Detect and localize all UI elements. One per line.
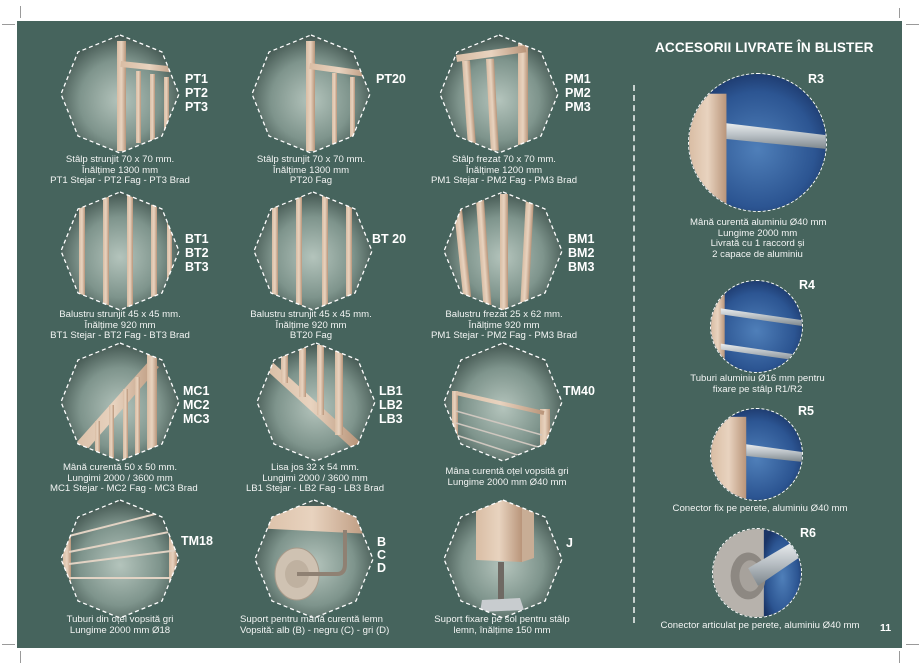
crop-mark	[20, 6, 21, 18]
product-image-steel-tubes	[59, 498, 181, 620]
product-image-handrail-bracket	[253, 498, 375, 620]
accessory-caption: Tuburi aluminiu Ø16 mm pentru fixare pe …	[690, 373, 825, 395]
product-code: PM1 PM2 PM3	[565, 72, 591, 114]
product-caption: Mână curentă 50 x 50 mm. Lungimi 2000 / …	[50, 462, 198, 495]
product-caption: Stâlp strunjit 70 x 70 mm. Înălțime 1300…	[256, 154, 366, 187]
accessory-code: R4	[799, 278, 815, 292]
crop-mark	[2, 24, 15, 25]
accessories-title: ACCESORII LIVRATE ÎN BLISTER	[655, 40, 874, 55]
product-caption: Stâlp frezat 70 x 70 mm. Înălțime 1200 m…	[430, 154, 578, 187]
accessory-image-fixed-wall-connector	[710, 408, 803, 501]
product-code: PT1 PT2 PT3	[185, 72, 208, 114]
accessory-code: R5	[798, 404, 814, 418]
product-image-bottom-rail	[255, 341, 377, 463]
accessory-image-aluminium-handrail	[688, 73, 827, 212]
product-code: TM18	[181, 534, 213, 548]
product-image-turned-post-pt20	[250, 33, 372, 155]
product-image-steel-handrail	[442, 341, 564, 463]
crop-mark	[906, 644, 919, 645]
product-code: J	[566, 536, 573, 550]
product-caption: Tuburi din oțel vopsită gri Lungime 2000…	[66, 614, 174, 636]
product-code: LB1 LB2 LB3	[379, 384, 403, 426]
product-caption: Mâna curentă oțel vopsită gri Lungime 20…	[445, 466, 569, 488]
product-caption: Balustru frezat 25 x 62 mm. Înălțime 920…	[430, 309, 578, 342]
product-image-turned-balusters	[59, 190, 181, 312]
column-divider	[633, 85, 635, 623]
accessory-code: R6	[800, 526, 816, 540]
product-image-wooden-handrail	[59, 341, 181, 463]
accessory-image-articulated-wall-connector	[712, 528, 802, 618]
accessory-caption: Conector articulat pe perete, aluminiu Ø…	[660, 620, 860, 631]
product-code: PT20	[376, 72, 406, 86]
crop-mark	[20, 651, 21, 663]
crop-mark	[899, 8, 900, 18]
crop-mark	[906, 24, 919, 25]
accessory-caption: Mână curentă aluminiu Ø40 mm Lungime 200…	[690, 217, 827, 260]
product-caption: Balustru strunjit 45 x 45 mm. Înălțime 9…	[250, 309, 372, 342]
product-caption: Lisa jos 32 x 54 mm. Lungimi 2000 / 3600…	[245, 462, 385, 495]
product-code: B C D	[377, 535, 387, 575]
crop-mark	[899, 651, 900, 663]
accessory-code: R3	[808, 72, 824, 86]
product-caption: Suport fixare pe sol pentru stâlp lemn, …	[434, 614, 570, 636]
accessory-caption: Conector fix pe perete, aluminiu Ø40 mm	[672, 503, 848, 514]
product-image-milled-balusters	[442, 190, 564, 312]
product-caption: Stâlp strunjit 70 x 70 mm. Înălțime 1300…	[50, 154, 190, 187]
accessory-image-aluminium-tubes	[710, 280, 803, 373]
product-code: MC1 MC2 MC3	[183, 384, 210, 426]
product-caption: Suport pentru mână curentă lemn Vopsită:…	[240, 614, 390, 636]
crop-mark	[2, 644, 15, 645]
product-code: BM1 BM2 BM3	[568, 232, 595, 274]
product-code: TM40	[563, 384, 595, 398]
product-image-milled-post	[438, 33, 560, 155]
product-code: BT 20	[372, 232, 407, 246]
product-caption: Balustru strunjit 45 x 45 mm. Înălțime 9…	[50, 309, 190, 342]
page-number: 11	[880, 622, 892, 634]
product-image-post-ground-anchor	[442, 498, 564, 620]
product-code: BT1 BT2 BT3	[185, 232, 209, 274]
product-image-turned-balusters-bt20	[252, 190, 374, 312]
product-image-turned-post	[59, 33, 181, 155]
